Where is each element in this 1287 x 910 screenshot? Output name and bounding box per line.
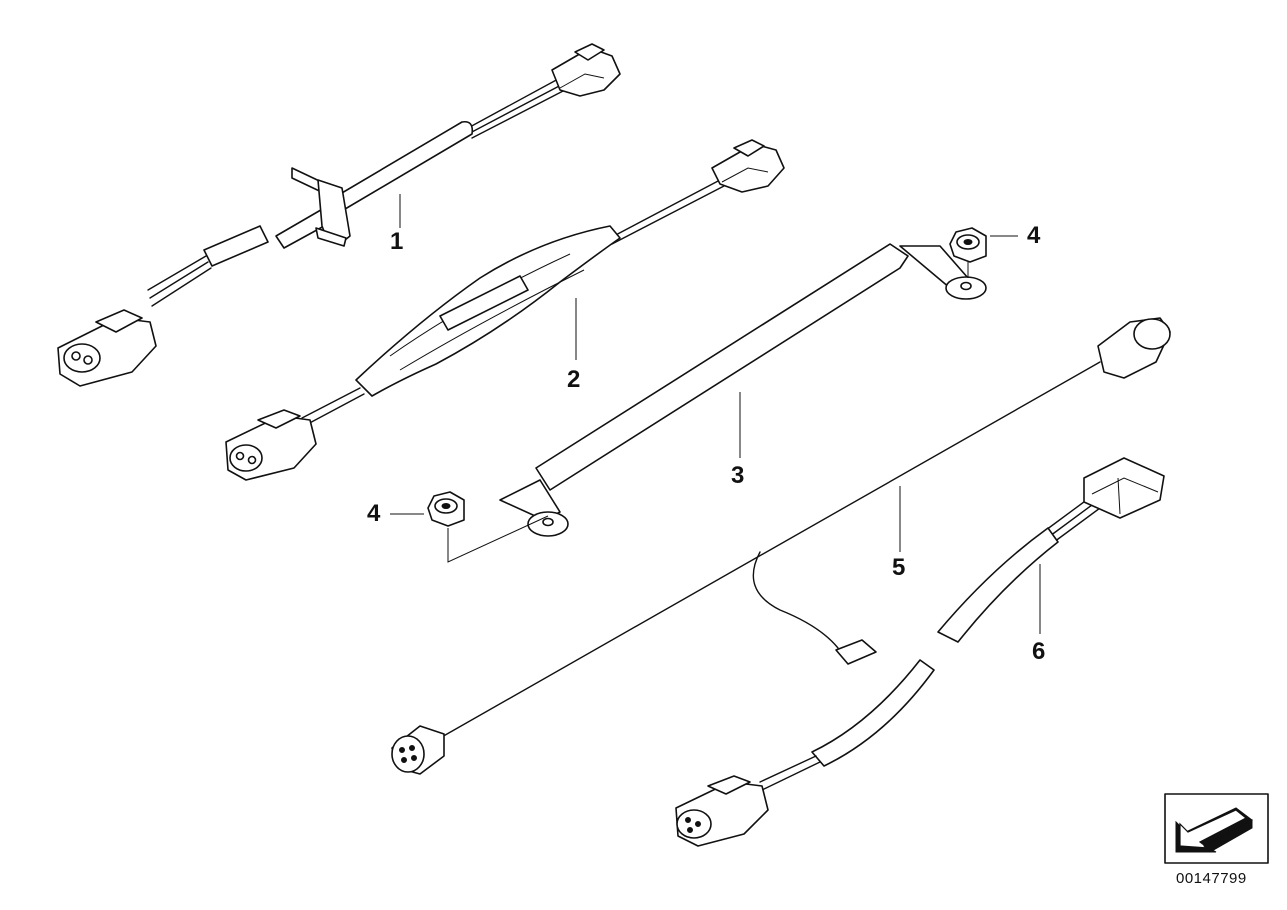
callout-3: 3 bbox=[731, 462, 745, 489]
part-5-small-plug bbox=[835, 639, 877, 665]
part-2-top-connector bbox=[711, 139, 785, 193]
part-1-clip bbox=[291, 167, 351, 247]
callout-5: 5 bbox=[892, 554, 906, 581]
part-1-bottom-connector bbox=[57, 309, 157, 387]
part-6-top-connector bbox=[1083, 457, 1165, 519]
callout-1: 1 bbox=[390, 228, 404, 255]
part-5-top-connector bbox=[1097, 317, 1171, 379]
callout-4-top: 4 bbox=[1027, 222, 1041, 249]
part-5-round-connector bbox=[391, 725, 445, 775]
callout-6: 6 bbox=[1032, 638, 1046, 665]
part-2-harness bbox=[225, 139, 785, 481]
part-4-nut-top bbox=[949, 227, 987, 278]
part-4-nut-bottom bbox=[427, 491, 465, 527]
part-3-ground-strap bbox=[499, 243, 987, 537]
callout-2: 2 bbox=[567, 366, 581, 393]
part-1-harness bbox=[57, 43, 621, 387]
part-5-antenna-cable bbox=[391, 317, 1171, 775]
orientation-box bbox=[1164, 793, 1269, 864]
callout-4-bottom: 4 bbox=[367, 500, 381, 527]
part-6-harness bbox=[675, 457, 1165, 847]
part-1-top-connector bbox=[551, 43, 621, 97]
leader-lines bbox=[390, 194, 1041, 634]
part-6-bottom-connector bbox=[675, 775, 769, 847]
arrow-left-down-icon bbox=[1175, 807, 1253, 853]
image-number: 00147799 bbox=[1176, 870, 1247, 887]
part-2-bottom-connector bbox=[225, 409, 317, 481]
